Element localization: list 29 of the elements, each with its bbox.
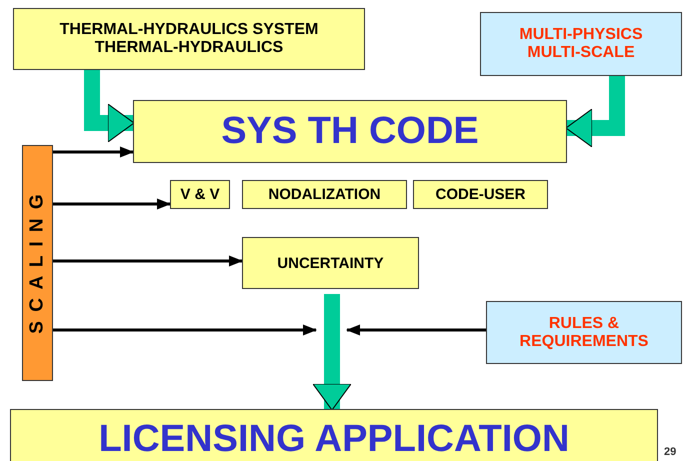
label-box [170,180,230,209]
box-text: S C A L I N G [26,192,48,334]
label-box [486,301,682,364]
label-box [13,8,365,70]
box-text: THERMAL-HYDRAULICS SYSTEM THERMAL-HYDRAULICS [58,21,320,57]
box-text: V & V [179,186,221,203]
box-text: NODALIZATION [267,186,382,203]
arrow [84,70,134,142]
box-text: LICENSING APPLICATION [98,418,570,460]
label-box [133,100,567,163]
arrow [346,324,486,336]
arrow [312,294,352,410]
label-box [480,12,682,76]
arrow [53,324,317,336]
box-text: SYS TH CODE [220,110,480,153]
label-box [242,237,419,289]
page-number: 29 [664,446,676,458]
label-box [10,409,658,461]
arrow [53,146,134,158]
label-box [242,180,407,209]
scaling-bar [22,145,53,381]
arrow [566,76,625,148]
arrow [53,256,243,266]
label-box [413,180,548,209]
box-text: RULES & REQUIREMENTS [518,314,650,350]
box-text: MULTI-PHYSICS MULTI-SCALE [518,26,644,62]
box-text: UNCERTAINTY [276,254,385,272]
arrow [53,198,171,210]
box-text: CODE-USER [434,186,526,203]
